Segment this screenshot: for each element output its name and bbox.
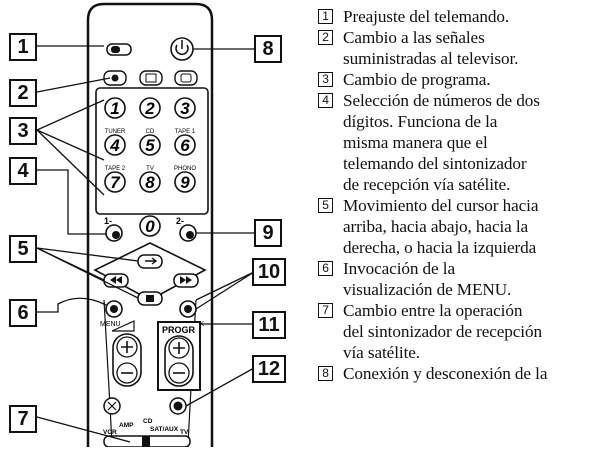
legend-text: suministradas al televisor. [343,49,519,68]
legend-item: 5 Movimiento del cursor hacia arriba, haci… [318,195,610,258]
legend-item: 3 Cambio de programa. [318,69,610,90]
digit-label-0: 0 [145,217,155,236]
legend-text: Conexión y desconexión de la [343,364,548,383]
callout-6: 6 [9,299,37,327]
digit-button-4[interactable] [104,134,126,156]
legend-number: 2 [318,30,333,45]
callout-3: 3 [9,117,37,145]
legend-number: 5 [318,198,333,213]
progr-label: PROGR [162,325,196,335]
callout-7: 7 [9,405,37,433]
legend-text: Cambio de programa. [343,70,491,89]
legend-text: Selección de números de dos [343,91,540,110]
digit-button-6[interactable] [174,134,196,156]
legend-text: vía satélite. [343,343,420,362]
digit-button-8[interactable] [139,171,161,193]
legend-item: 2 Cambio a las señales suministradas al te… [318,27,610,69]
callout-11: 11 [252,311,286,339]
legend-text: del sintonizador de recepción [343,322,542,341]
digit-button-2[interactable] [139,97,161,119]
legend-text: Movimiento del cursor hacia [343,196,539,215]
legend-text: misma manera que el [343,133,488,152]
tape2-label: TAPE 2 [105,166,126,172]
legend-text: derecha, o hacia la izquierda [343,238,537,257]
legend-number: 6 [318,261,333,276]
tv-switch-label: TV [180,429,189,436]
digit-button-3[interactable] [174,97,196,119]
legend-text: Cambio a las señales [343,28,485,47]
callout-4: 4 [9,157,37,185]
legend-text: visualización de MENU. [343,280,512,299]
callout-5: 5 [9,235,37,263]
legend-text: de recepción vía satélite. [343,175,511,194]
two-dash-label: 2- [176,216,184,226]
callout-leaders [36,45,255,443]
digit-label-5: 5 [145,136,155,155]
legend-item: 4 Selección de números de dos dígitos. Fun… [318,90,610,195]
sat-aux-switch-label: SAT/AUX [150,426,179,433]
legend-text: Cambio entre la operación [343,301,523,320]
legend-number: 1 [318,9,333,24]
callout-12: 12 [252,355,286,383]
callout-8: 8 [254,35,282,63]
digit-label-8: 8 [145,173,155,192]
legend-number: 4 [318,93,333,108]
digit-label-3: 3 [180,99,190,118]
callout-9: 9 [254,219,282,247]
cd-switch-label: CD [143,418,153,425]
digit-button-1[interactable] [104,97,126,119]
right-top-button [174,70,198,86]
legend-list: 1 Preajuste del telemando. 2 Cambio a las … [318,6,610,384]
amp-switch-label: AMP [119,422,134,429]
callout-10: 10 [252,258,286,286]
legend-text: arriba, hacia abajo, hacia la [343,217,529,236]
digit-label-4: 4 [109,136,120,155]
tape1-label: TAPE 1 [175,129,196,135]
legend-item: 8 Conexión y desconexión de la [318,363,610,384]
one-dash-label: 1- [104,216,112,226]
digit-button-0[interactable] [139,215,161,237]
digit-button-9[interactable] [174,171,196,193]
legend-number: 7 [318,303,333,318]
legend-text: dígitos. Funciona de la [343,112,498,131]
callout-1: 1 [9,33,37,61]
menu-label: MENU [100,321,121,328]
callout-2: 2 [9,79,37,107]
digit-button-5[interactable] [139,134,161,156]
legend-text: Preajuste del telemando. [343,7,510,26]
digit-label-1: 1 [110,99,119,118]
legend-number: 3 [318,72,333,87]
legend-text: telemando del sintonizador [343,154,527,173]
digit-label-2: 2 [144,99,155,118]
legend-number: 8 [318,366,333,381]
legend-item: 6 Invocación de la visualización de MENU. [318,258,610,300]
digit-label-6: 6 [180,136,190,155]
digit-label-9: 9 [180,173,190,192]
cd-label: CD [146,129,155,135]
tv-label: TV [146,166,154,172]
digit-label-7: 7 [110,173,121,192]
legend-text: Invocación de la [343,259,455,278]
tuner-label: TUNER [105,129,126,135]
legend-item: 1 Preajuste del telemando. [318,6,610,27]
mid-top-button [139,70,163,86]
vcr-switch-label: VCR [103,429,117,436]
digit-button-7[interactable] [104,171,126,193]
phono-label: PHONO [174,166,196,172]
legend-item: 7 Cambio entre la operación del sintonizad… [318,300,610,363]
